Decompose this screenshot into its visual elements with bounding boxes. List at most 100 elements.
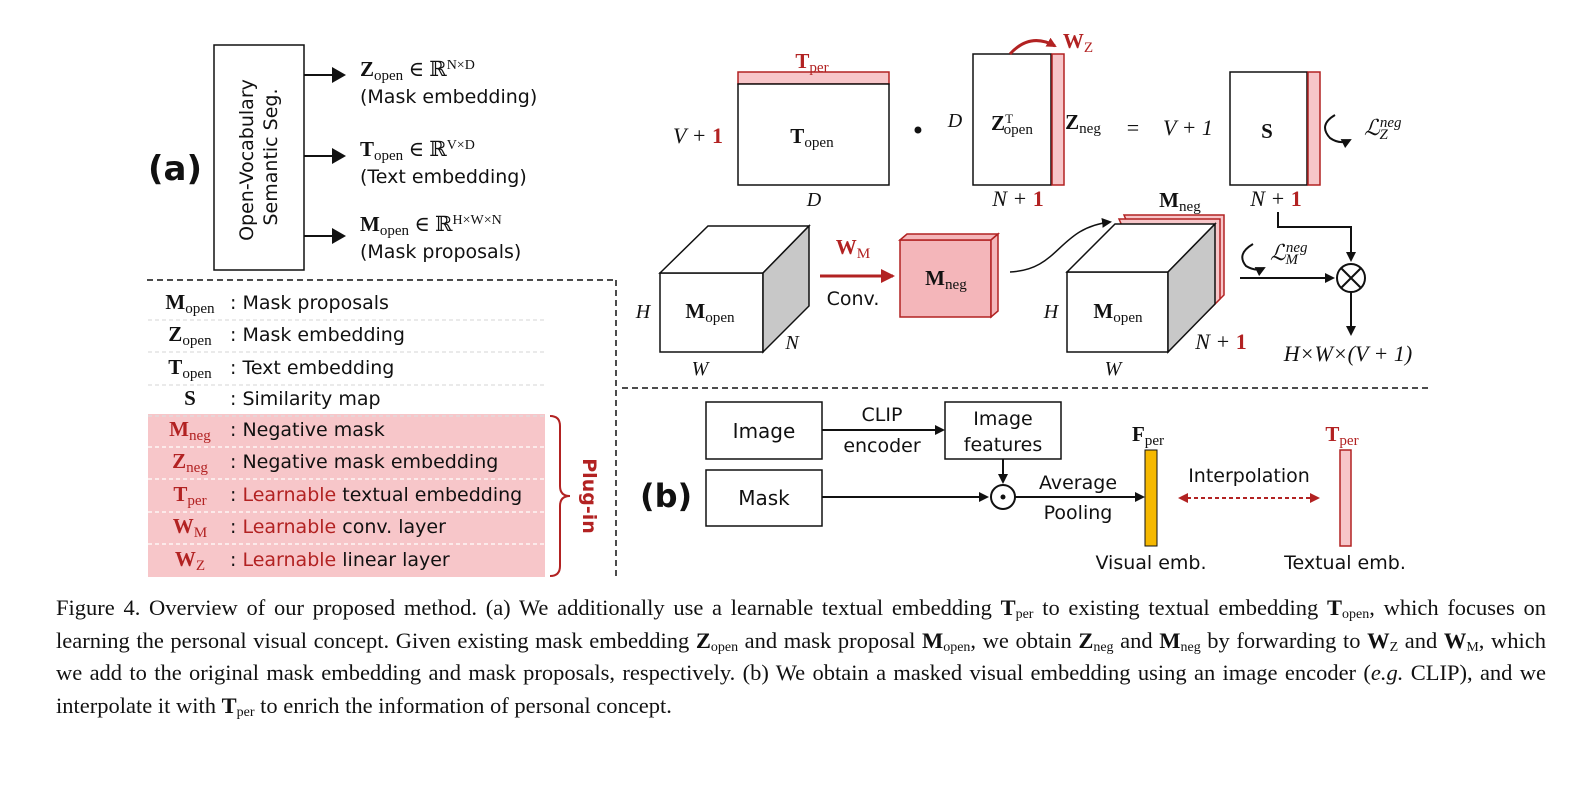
odot-center — [1000, 494, 1006, 500]
image-features-label-2: features — [964, 434, 1043, 456]
mask-box — [705, 469, 823, 527]
visual-emb-label: Visual emb. — [1095, 552, 1206, 574]
legend-desc: : Learnable textual embedding — [230, 484, 522, 506]
l-z-loop-arrow — [1324, 114, 1352, 149]
w-z-arrow — [1008, 37, 1057, 56]
legend-desc: : Negative mask embedding — [230, 451, 498, 473]
cube2-m-neg-label: Mneg — [1159, 188, 1201, 215]
caption-italic: e.g. — [1370, 660, 1404, 685]
t-open-label: Topen — [790, 124, 834, 151]
conv-label: Conv. — [827, 288, 880, 310]
s-neg-bar — [1307, 71, 1321, 186]
caption-symbol: T — [1000, 595, 1016, 620]
legend-symbol: WZ — [175, 547, 205, 574]
t-per-label-b: Tper — [1325, 422, 1358, 449]
caption-symbol: W — [1367, 627, 1390, 653]
caption-subscript: Z — [1389, 639, 1399, 655]
legend-symbol: S — [184, 386, 196, 410]
caption-subscript: neg — [1180, 639, 1201, 655]
legend-symbol: WM — [173, 514, 207, 541]
legend-symbol: Topen — [168, 355, 212, 382]
average-label: Average — [1039, 472, 1117, 494]
cube1-m-open-label: Mopen — [685, 299, 735, 326]
f-per-label: Fper — [1132, 422, 1164, 449]
z-neg-label: Zneg — [1065, 110, 1101, 137]
cube-m-open — [658, 224, 811, 354]
output-desc: (Text embedding) — [360, 166, 527, 188]
legend-symbol: Zneg — [172, 449, 208, 476]
caption-symbol: W — [1443, 627, 1467, 653]
s-box — [1229, 71, 1308, 186]
m-neg-box-label: Mneg — [925, 266, 967, 293]
caption-subscript: open — [943, 639, 971, 655]
panel-b-label: (b) — [640, 477, 692, 515]
caption-text: , which focuses on learning the personal… — [56, 595, 1547, 653]
caption-text: and — [1113, 627, 1160, 653]
m-neg-to-cube-curve — [1009, 217, 1112, 273]
method-overview-figure: (a) Open-Vocabulary Semantic Seg. Zopen … — [147, 29, 1432, 577]
image-box — [705, 401, 823, 460]
output-desc: (Mask proposals) — [360, 241, 521, 263]
dot-operator: • — [911, 117, 925, 145]
caption-subscript: per — [1015, 607, 1034, 622]
interpolation-label: Interpolation — [1188, 465, 1310, 487]
s-label: S — [1261, 119, 1273, 143]
caption-symbol: Z — [1078, 627, 1094, 653]
panel-b-labels: ImageMaskCLIPencoderImagefeaturesAverage… — [733, 404, 1406, 574]
l-m-loop-arrow — [1241, 243, 1266, 277]
cube2-h: H — [1043, 301, 1060, 323]
clip-label-2: encoder — [843, 435, 921, 457]
image-features-box — [944, 401, 1062, 460]
n-plus-1-s: N + 1 — [1249, 186, 1302, 211]
cube1-h: H — [635, 301, 652, 323]
caption-symbol: T — [221, 692, 237, 718]
caption-symbol: M — [921, 627, 944, 653]
t-per-label: Tper — [795, 49, 828, 76]
legend-desc: : Learnable linear layer — [230, 549, 450, 571]
t-per-bar-b — [1339, 449, 1352, 547]
cube-m-open-extended — [1065, 214, 1225, 354]
caption-symbol: M — [1159, 627, 1181, 653]
t-open-box — [737, 83, 890, 186]
z-neg-bar — [1051, 53, 1065, 186]
cube1-w: W — [692, 358, 711, 380]
caption-text: by forwarding to — [1200, 627, 1368, 653]
caption-text: and mask proposal — [738, 627, 922, 653]
legend-symbol: Mneg — [169, 417, 211, 444]
v-plus-1-left: V + 1 — [673, 123, 723, 148]
caption-symbol: T — [1327, 595, 1343, 620]
cube1-n: N — [784, 332, 800, 354]
d-bottom: D — [806, 189, 822, 211]
pooling-label: Pooling — [1044, 502, 1113, 524]
legend-desc: : Negative mask — [230, 419, 385, 441]
caption-subscript: neg — [1093, 639, 1114, 655]
z-open-t-box — [972, 53, 1052, 186]
output-shape: H×W×(V + 1) — [1283, 341, 1412, 366]
caption-text: and — [1398, 627, 1444, 653]
legend-desc: : Learnable conv. layer — [230, 516, 446, 538]
panel-a-label: (a) — [148, 149, 202, 189]
caption-text: , we obtain — [970, 627, 1079, 653]
legend-desc: : Mask proposals — [230, 292, 389, 314]
v-plus-1-right: V + 1 — [1163, 115, 1213, 140]
m-neg-box-3d — [897, 232, 1001, 319]
legend-symbol: Tper — [173, 482, 206, 509]
caption-text: to existing textual embedding — [1033, 595, 1328, 620]
caption-subscript: per — [236, 704, 255, 720]
legend-symbol: Mopen — [165, 290, 215, 317]
clip-label-1: CLIP — [862, 404, 903, 426]
textual-emb-label: Textual emb. — [1283, 552, 1406, 574]
mask-box-label: Mask — [738, 486, 790, 510]
cube2-n-plus-1: N + 1 — [1194, 329, 1247, 354]
figure-caption: Figure 4. Overview of our proposed metho… — [56, 592, 1546, 722]
image-box-label: Image — [733, 419, 796, 443]
legend-plugin-bg — [148, 414, 545, 577]
caption-text: Figure 4. Overview of our proposed metho… — [56, 595, 1001, 620]
caption-symbol: Z — [695, 627, 711, 653]
otimes-cross-2 — [1340, 267, 1362, 289]
d-left: D — [947, 110, 963, 132]
